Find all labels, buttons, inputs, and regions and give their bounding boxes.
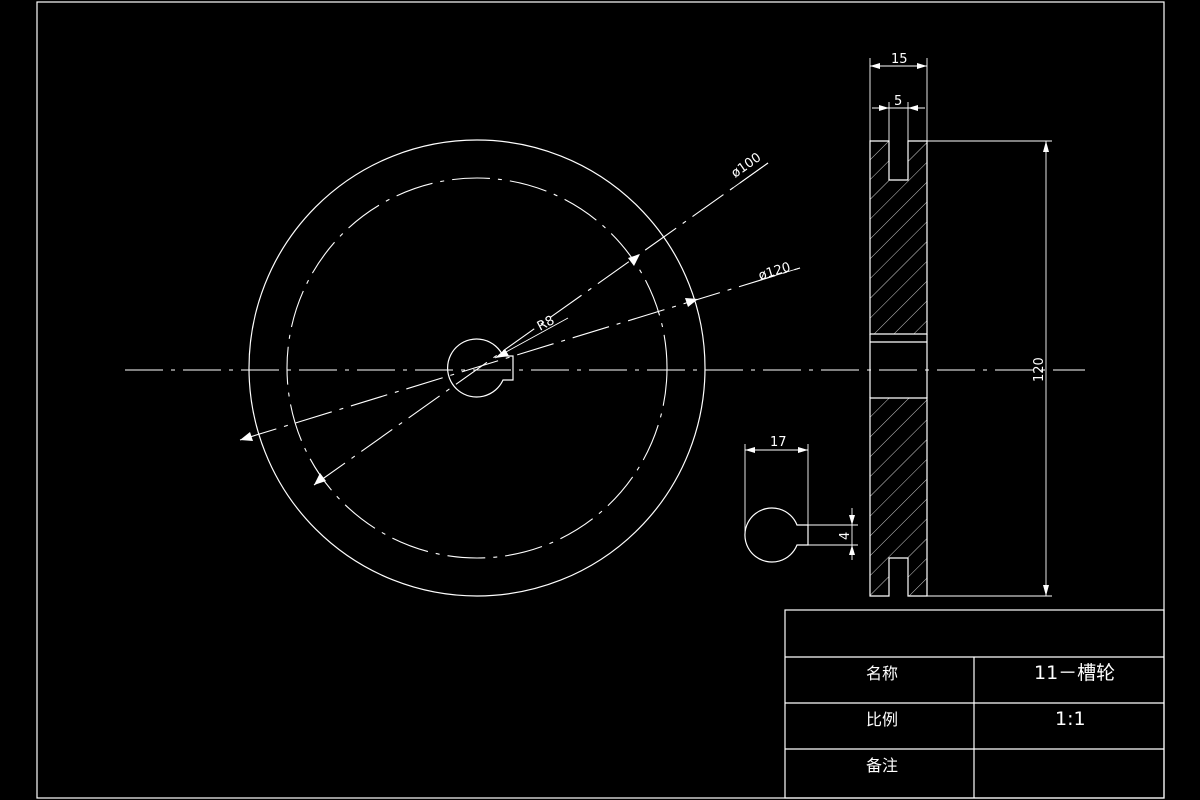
side-view [869, 58, 1052, 597]
dim-15-label: 15 [891, 52, 908, 67]
dim-4-arrow-bottom [849, 545, 855, 555]
keyway-detail [744, 444, 858, 563]
r8-leader [494, 317, 569, 359]
dim-4-arrow-top [849, 515, 855, 525]
diameter-100-text-underline [729, 162, 769, 191]
inner-circle [286, 177, 668, 559]
name-value: 11－槽轮 [1034, 662, 1115, 684]
upper-section-hatch [870, 141, 927, 334]
dim-17-arrow-left [745, 447, 755, 453]
drawing-border [36, 1, 1165, 799]
scale-value: 1:1 [1055, 708, 1086, 730]
dim-17-arrow-right [798, 447, 808, 453]
dim-120-arrow-top [1043, 141, 1049, 152]
dim-5-arrow-left [879, 105, 889, 111]
hub-bore-with-keyway [447, 338, 514, 398]
diameter-120-arrow-left [240, 432, 253, 441]
dim-15-arrow-right [917, 63, 927, 69]
lower-section-outline [869, 397, 928, 597]
name-label: 名称 [866, 664, 898, 683]
front-view [125, 139, 1085, 597]
title-block [784, 609, 1165, 799]
lower-section-hatch [870, 398, 927, 596]
keyway-bore-outline [744, 507, 809, 563]
dim-120-arrow-bottom [1043, 585, 1049, 596]
dim-5-label: 5 [894, 94, 902, 109]
diameter-120-leader [239, 267, 801, 441]
dim-120-label: 120 [1032, 357, 1047, 382]
dim-5-arrow-right [908, 105, 918, 111]
diameter-120-label: ø120 [757, 260, 793, 284]
diameter-100-label: ø100 [729, 150, 764, 181]
scale-label: 比例 [866, 710, 898, 729]
diameter-100-arrow-top [628, 254, 640, 266]
outer-circle [248, 139, 706, 597]
diameter-120-text-underline [759, 267, 801, 281]
dim-17-label: 17 [770, 435, 787, 450]
note-label: 备注 [866, 756, 898, 775]
diameter-100-arrow-bottom [314, 473, 326, 485]
r8-label: R8 [535, 313, 557, 334]
r8-arrow [495, 349, 509, 358]
diameter-120-arrow-right [685, 298, 698, 307]
dim-15-arrow-left [870, 63, 880, 69]
diameter-100-leader [313, 162, 769, 486]
dim-4-label: 4 [838, 532, 853, 540]
